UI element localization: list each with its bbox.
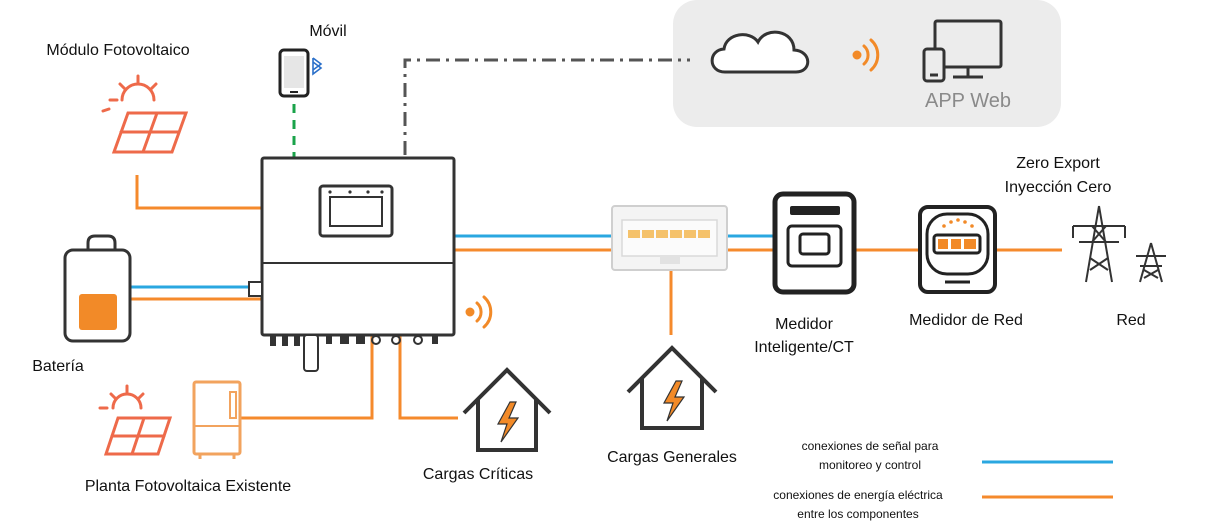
critical-loads-label: Cargas Críticas: [423, 466, 533, 483]
smart-meter-label-2: Inteligente/CT: [754, 339, 854, 356]
power-lines: [130, 175, 1062, 420]
smart-meter-label-1: Medidor: [775, 316, 833, 333]
legend-power-label-1: conexiones de energía eléctrica: [773, 488, 943, 502]
grid-meter-icon: [918, 205, 997, 294]
zero-export-label-2: Inyección Cero: [1005, 179, 1112, 196]
app-web-label: APP Web: [925, 90, 1011, 112]
legend-signal-label-2: monitoreo y control: [819, 458, 921, 472]
grid-meter-label: Medidor de Red: [909, 312, 1023, 329]
existing-pv-plant-label: Planta Fotovoltaica Existente: [85, 478, 291, 495]
signal-lines: [130, 234, 775, 289]
bluetooth-icon: [312, 57, 323, 76]
battery-label: Batería: [32, 358, 84, 375]
legend: conexiones de señal para monitoreo y con…: [773, 439, 1113, 521]
existing-solar-panel-icon: [98, 384, 173, 456]
legend-power-label-2: entre los componentes: [797, 507, 918, 521]
pv-module-label: Módulo Fotovoltaico: [46, 42, 189, 59]
legend-signal-label-1: conexiones de señal para: [802, 439, 939, 453]
wifi-icon: [852, 38, 880, 72]
internet-link: [403, 58, 690, 155]
grid-label: Red: [1116, 312, 1145, 329]
transmission-tower-icon: [1072, 205, 1166, 283]
general-loads-label: Cargas Generales: [607, 449, 737, 466]
zero-export-label-1: Zero Export: [1016, 155, 1100, 172]
cloud-panel: APP Web: [673, 0, 1061, 127]
battery-icon: [63, 234, 132, 343]
mobile-label: Móvil: [309, 23, 346, 40]
inverter-wifi-icon: [465, 295, 493, 329]
smartphone-icon: [278, 48, 310, 98]
critical-loads-house-icon: [462, 367, 552, 452]
smart-meter-icon: [772, 191, 857, 295]
cloud-icon: [710, 30, 810, 74]
existing-inverter-icon: [192, 380, 242, 459]
devices-icon: [922, 19, 1003, 83]
solar-panel-icon: [101, 74, 189, 154]
breaker-box-icon: [611, 205, 728, 271]
inverter-icon: [248, 156, 456, 372]
general-loads-house-icon: [626, 345, 718, 430]
